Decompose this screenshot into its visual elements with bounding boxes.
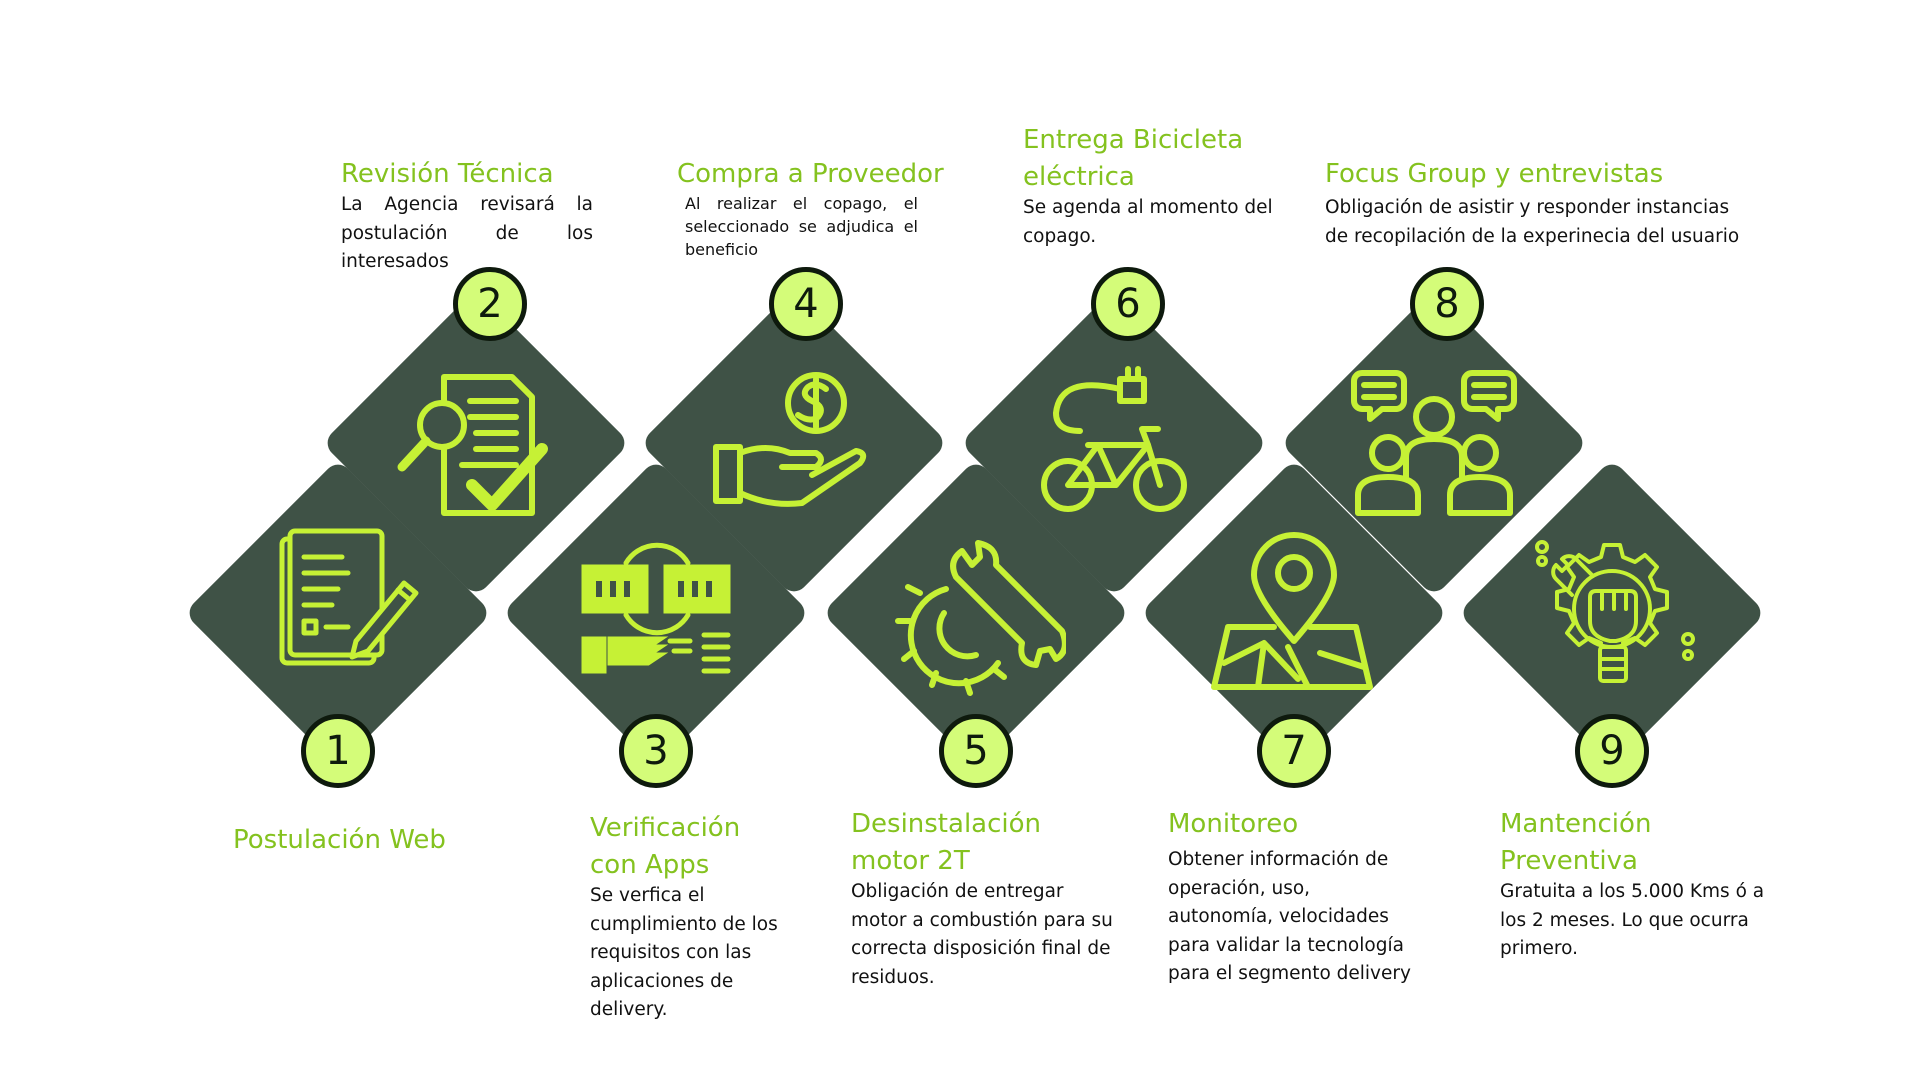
step-9-description: Gratuita a los 5.000 Kms ó a los 2 meses… (1500, 881, 1765, 959)
group-chat-icon (1351, 370, 1517, 516)
wrench-gear-icon (895, 540, 1066, 696)
maintenance-gear-icon (1535, 540, 1695, 683)
step-5-badge: 5 (939, 714, 1013, 788)
app-verification-icon (581, 542, 731, 674)
step-3-description: Se verfica el cumplimiento de los requis… (590, 885, 778, 1020)
step-3-title: Verificación con Apps (590, 813, 741, 880)
step-9-title: Mantención Preventiva (1500, 809, 1652, 876)
step-6-badge: 6 (1091, 267, 1165, 341)
step-4-description: Al realizar el copago, el seleccionado s… (685, 194, 918, 259)
step-4-title: Compra a Proveedor (677, 159, 944, 189)
document-check-icon (397, 374, 548, 516)
step-5-description: Obligación de entregar motor a combustió… (851, 881, 1113, 988)
step-7-description: Obtener información de operación, uso, a… (1168, 849, 1411, 984)
step-7-title: Monitoreo (1168, 809, 1299, 839)
step-3-badge: 3 (619, 714, 693, 788)
step-6-title: Entrega Bicicleta eléctrica (1023, 125, 1244, 192)
hand-dollar-icon (713, 372, 867, 507)
step-1-badge: 1 (301, 714, 375, 788)
step-8-description: Obligación de asistir y responder instan… (1325, 197, 1740, 247)
step-2-title: Revisión Técnica (341, 159, 554, 189)
step-8-badge: 8 (1410, 267, 1484, 341)
step-4-badge: 4 (769, 267, 843, 341)
step-9-badge: 9 (1575, 714, 1649, 788)
step-1-title: Postulación Web (233, 825, 446, 855)
step-8-title: Focus Group y entrevistas (1325, 159, 1664, 189)
step-5-title: Desinstalación motor 2T (851, 809, 1041, 876)
step-2-description: La Agencia revisará la postulación de lo… (341, 194, 593, 272)
step-7-badge: 7 (1257, 714, 1331, 788)
step-2-badge: 2 (453, 267, 527, 341)
map-pin-icon (1211, 532, 1373, 690)
electric-bike-icon (1041, 366, 1187, 512)
form-pencil-icon (279, 528, 419, 666)
step-6-description: Se agenda al momento del copago. (1023, 197, 1273, 247)
